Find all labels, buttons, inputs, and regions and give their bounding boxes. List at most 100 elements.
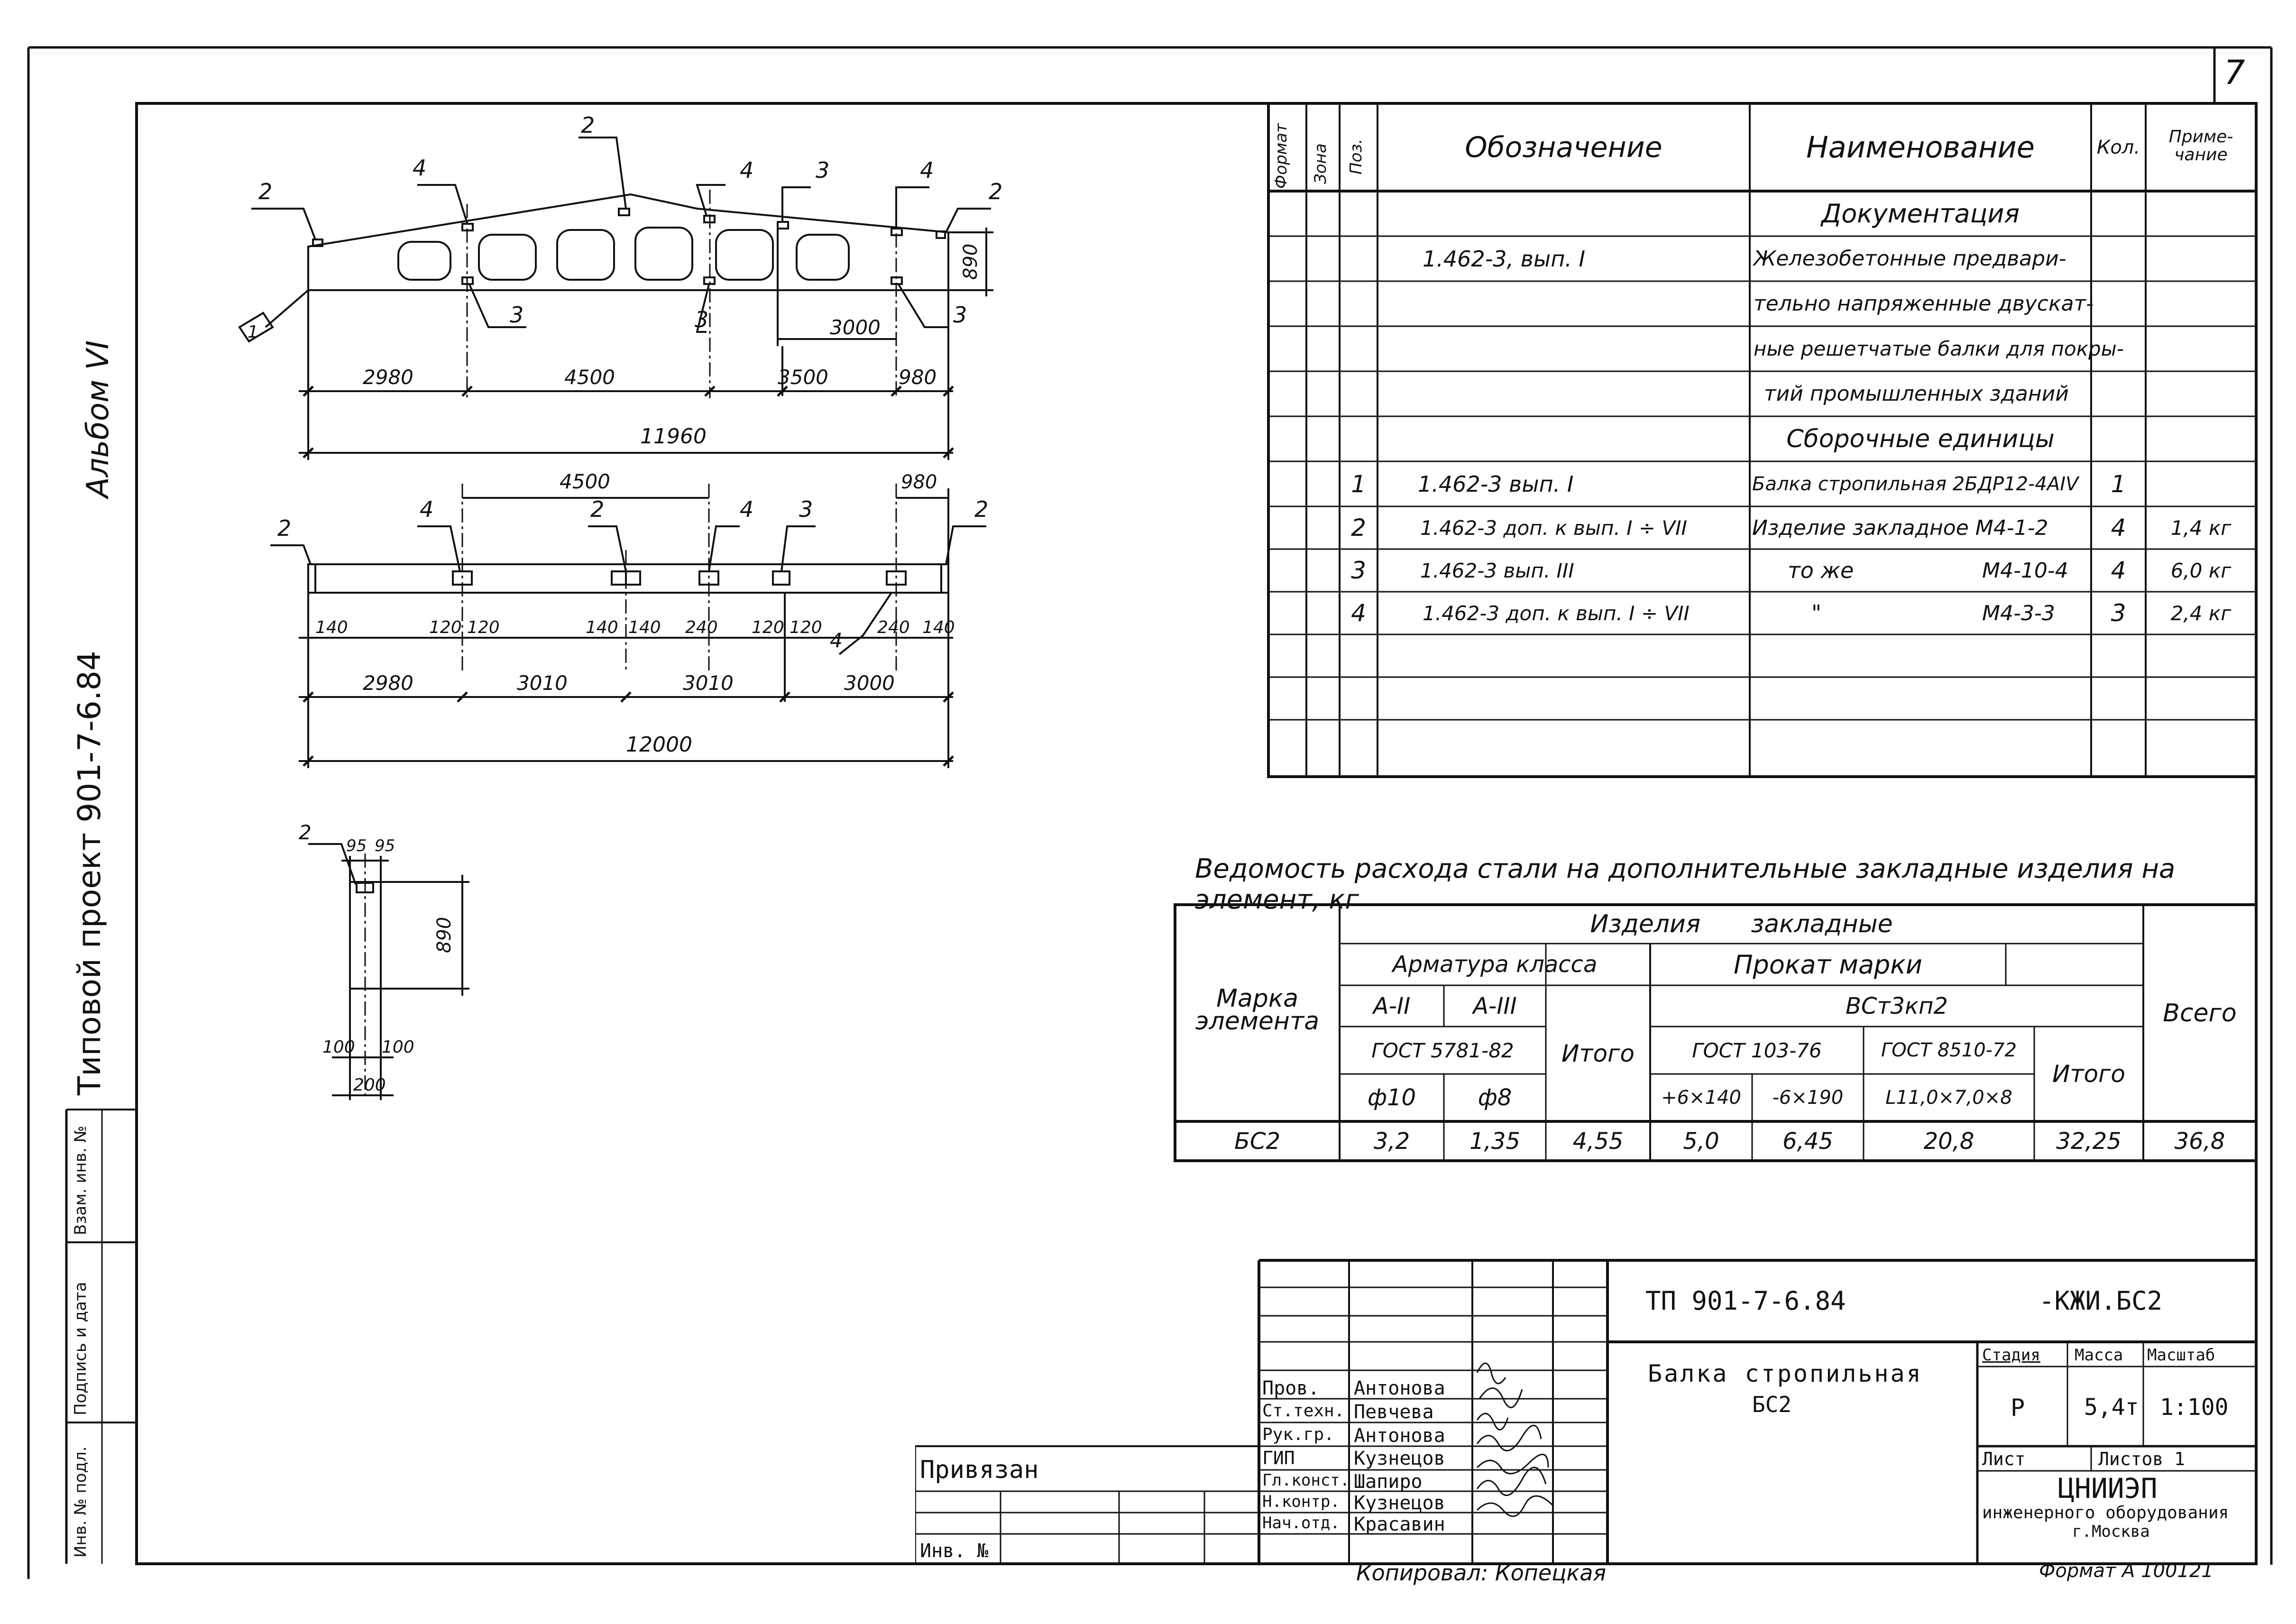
- stage-value: Р: [2011, 1394, 2025, 1422]
- col-note: Приме-чание: [2168, 127, 2233, 165]
- col-format: Формат: [1272, 123, 1291, 189]
- h-angle: L11,0×7,0×8: [1885, 1087, 2012, 1109]
- row-pos: 1: [1351, 470, 1366, 498]
- person-name: Антонова: [1354, 1377, 1445, 1399]
- drawing-name: Балка стропильная: [1648, 1360, 1923, 1387]
- pos-label: 2: [989, 179, 1002, 204]
- spec-table: Формат Зона Поз. Обозначение Наименовани…: [1261, 103, 2262, 781]
- row-note: 6,0 кг: [2170, 559, 2232, 582]
- row-pos: 4: [1351, 599, 1366, 627]
- person-name: Кузнецов: [1354, 1448, 1445, 1469]
- pos-label: 3: [510, 302, 523, 328]
- inv-label: Инв. №: [920, 1540, 989, 1562]
- beam-opening: [397, 241, 451, 281]
- row-qty: 4: [2111, 557, 2126, 584]
- beam-opening: [796, 234, 850, 281]
- h-gost-strip: ГОСТ 103-76: [1692, 1038, 1822, 1062]
- dim-label: 140: [922, 618, 955, 637]
- row-angle: 20,8: [1923, 1128, 1975, 1155]
- pos-label: 4: [740, 496, 753, 522]
- dim-label: 100: [322, 1037, 355, 1057]
- scale-value: 1:100: [2160, 1394, 2229, 1421]
- person-name: Кузнецов: [1354, 1492, 1445, 1514]
- dim-label: 140: [628, 618, 661, 637]
- steel-table: Марка элемента Изделия закладные Всего А…: [1171, 901, 2262, 1166]
- sheet-label: Лист: [1982, 1449, 2026, 1469]
- dim-label: 890: [960, 244, 982, 280]
- pos-label: 3: [799, 496, 813, 522]
- dim-label: 11960: [640, 424, 707, 449]
- row-a2: 3,2: [1373, 1128, 1410, 1155]
- doc-name-line: тий промышленных зданий: [1764, 382, 2069, 406]
- dim-label: 3000: [844, 671, 895, 695]
- role-check: Пров.: [1262, 1377, 1320, 1399]
- row-name: ": [1811, 600, 1822, 626]
- dim-label: 120: [790, 618, 822, 637]
- dim-label: 140: [586, 618, 618, 637]
- row-itogo-rolled: 32,25: [2056, 1128, 2122, 1155]
- dim-label: 2980: [363, 366, 413, 389]
- doc-name-line: тельно напряженные двускат-: [1754, 292, 2094, 316]
- org-name: ЦНИИЭП: [2058, 1472, 2158, 1505]
- h-gost-angle: ГОСТ 8510-72: [1881, 1039, 2017, 1061]
- spec-table-grid: [1267, 103, 2258, 778]
- row-pos: 3: [1351, 557, 1366, 584]
- row-qty: 4: [2111, 514, 2126, 541]
- beam-plan-outline: [307, 563, 949, 594]
- steel-table-caption: Ведомость расхода стали на дополнительны…: [1195, 853, 2176, 915]
- row-ref: 1.462-3 доп. к вып. I ÷ VII: [1423, 601, 1690, 625]
- role-norm-control: Н.контр.: [1262, 1492, 1340, 1511]
- dim-label: 200: [353, 1075, 386, 1095]
- h-strip-2: -6×190: [1772, 1087, 1844, 1109]
- pos-label: 2: [277, 515, 291, 541]
- pos-label: 1: [248, 322, 258, 342]
- pos-label: 2: [590, 496, 604, 522]
- row-total: 36,8: [2174, 1128, 2225, 1155]
- dim-label: 120: [752, 618, 784, 637]
- dim-label: 100: [382, 1037, 414, 1057]
- steel-table-grid: [1174, 903, 2258, 1162]
- dim-label: 3010: [683, 671, 734, 695]
- drawing-mark: БС2: [1752, 1392, 1792, 1417]
- h-rolled: Прокат марки: [1733, 949, 1923, 980]
- pos-label: 3: [953, 302, 967, 328]
- org-city: г.Москва: [2072, 1522, 2150, 1541]
- role-sr-tech: Ст.техн.: [1262, 1401, 1345, 1421]
- mass-header: Масса: [2075, 1346, 2123, 1365]
- dim-label: 120: [429, 618, 462, 637]
- doc-code: ТП 901-7-6.84: [1645, 1286, 1846, 1316]
- title-block-grid: [915, 1259, 2256, 1564]
- col-designation: Обозначение: [1465, 130, 1662, 164]
- row-note: 1,4 кг: [2170, 516, 2232, 540]
- dim-label: 890: [433, 917, 455, 953]
- pos-label: 4: [413, 155, 426, 181]
- row-qty: 1: [2111, 470, 2126, 498]
- row-ref: 1.462-3 вып. I: [1418, 471, 1574, 497]
- h-a2: А-II: [1373, 992, 1411, 1019]
- org-subtitle: инженерного оборудования: [1982, 1503, 2229, 1523]
- row-name-mark: М4-10-4: [1982, 558, 2068, 583]
- beam-opening: [715, 229, 774, 281]
- beam-opening: [634, 227, 693, 281]
- pos-label: 2: [258, 179, 272, 204]
- section-documentation: Документация: [1821, 199, 2020, 229]
- col-pos: Поз.: [1347, 138, 1366, 174]
- h-gost-rebar: ГОСТ 5781-82: [1371, 1038, 1514, 1062]
- row-qty: 3: [2111, 599, 2126, 627]
- dim-label: 240: [685, 618, 718, 637]
- format-label: Формат А 100121: [2039, 1560, 2213, 1582]
- pos-label: 2: [299, 821, 312, 844]
- h-rebar: Арматура класса: [1392, 951, 1598, 978]
- dim-label: 3010: [517, 671, 568, 695]
- h-a3: А-III: [1473, 992, 1517, 1019]
- row-ref: 1.462-3 вып. III: [1420, 559, 1574, 582]
- side-field-sign: Подпись и дата: [71, 1282, 90, 1415]
- dim-label: 95: [375, 836, 395, 855]
- title-block: ТП 901-7-6.84 -КЖИ.БС2 Балка стропильная…: [915, 1257, 2257, 1565]
- dim-label: 980: [901, 471, 937, 493]
- row-name: Балка стропильная 2БДР12-4АIV: [1752, 473, 2079, 495]
- role-dept-head: Нач.отд.: [1262, 1514, 1340, 1532]
- copied-by: Копировал: Копецкая: [1356, 1560, 1607, 1586]
- role-chief-designer: Гл.конст.: [1262, 1471, 1350, 1490]
- beam-drawings: 2 4 2 4 3 4 2 3 3 3 1 2980 4500 3500 980…: [238, 112, 1002, 1100]
